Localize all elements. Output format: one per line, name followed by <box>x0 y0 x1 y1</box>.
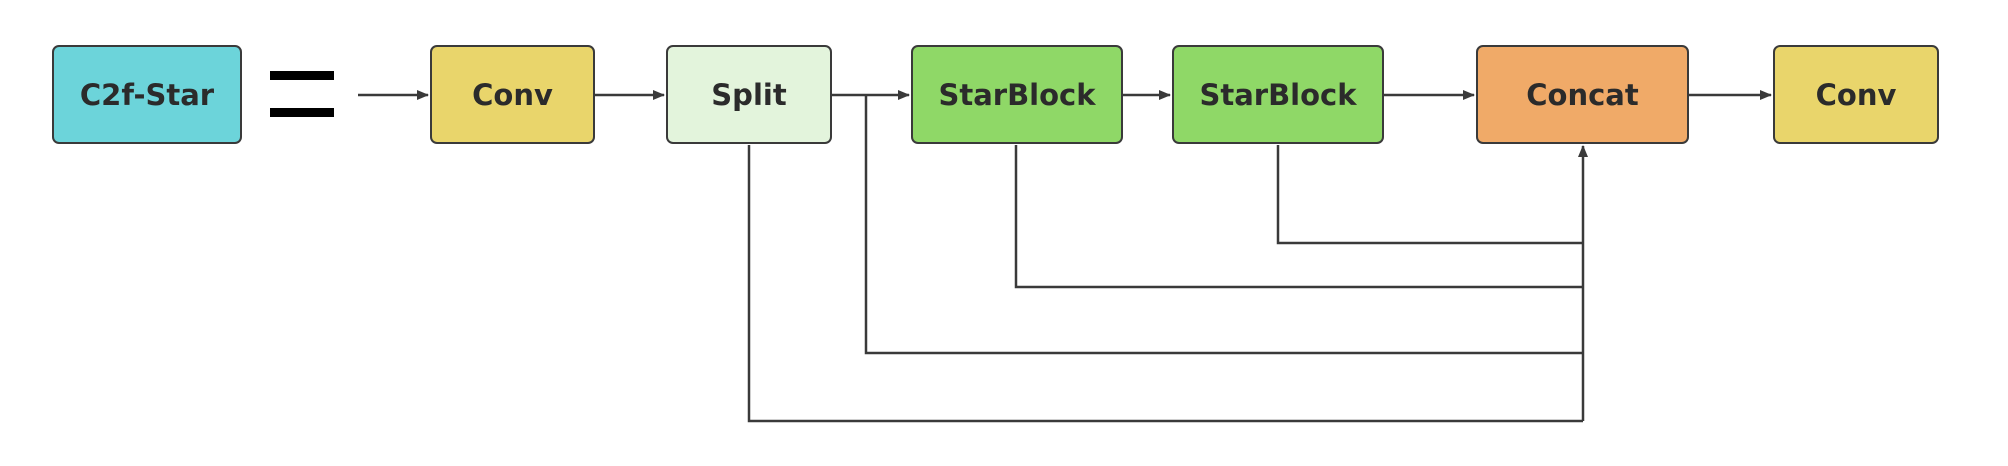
skip-split-bottom <box>747 145 1583 423</box>
conv-node-1: Conv <box>430 45 595 144</box>
concat-node: Concat <box>1476 45 1689 144</box>
starblock-node-1: StarBlock <box>911 45 1123 144</box>
conv-node-2: Conv <box>1773 45 1939 144</box>
c2f-star-block: C2f-Star <box>52 45 242 144</box>
starblock-node-2: StarBlock <box>1172 45 1384 144</box>
skip-starblock2 <box>1276 145 1583 245</box>
skip-starblock1 <box>1014 145 1583 289</box>
split-node: Split <box>666 45 832 144</box>
skip-split-branch <box>864 95 1583 355</box>
